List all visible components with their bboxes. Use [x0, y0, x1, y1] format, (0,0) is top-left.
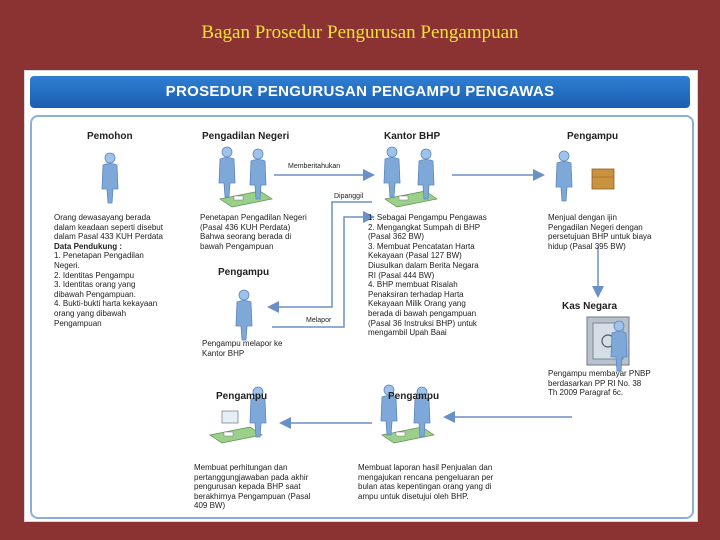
kantor-bhp-figure	[383, 146, 438, 208]
desc-pemohon: Orang dewasayang berada dalam keadaan se…	[54, 213, 163, 328]
flow-area: Pemohon Pengadilan Negeri Kantor BHP Pen…	[30, 115, 694, 519]
pemohon-figure	[101, 152, 119, 204]
node-label-pengadilan: Pengadilan Negeri	[202, 131, 290, 142]
connectors-layer	[101, 146, 630, 444]
pengampu-4-figure	[209, 386, 267, 444]
arrow-dipanggil	[267, 201, 372, 313]
arrow-melapor	[272, 211, 375, 328]
arrow-label-melapor: Melapor	[306, 317, 332, 324]
node-label-pengampu-4: Pengampu	[216, 391, 268, 402]
desc-pengampu-3: Membuat laporan hasil Penjualan dan meng…	[358, 463, 494, 501]
diagram-panel: PROSEDUR PENGURUSAN PENGAMPU PENGAWAS	[24, 70, 698, 522]
node-label-pengampu-3: Pengampu	[388, 391, 440, 402]
node-label-kas-negara: Kas Negara	[562, 301, 618, 312]
desc-pengadilan: Penetapan Pengadilan Negeri (Pasal 436 K…	[200, 213, 307, 251]
slide-title: Bagan Prosedur Pengurusan Pengampuan	[201, 22, 519, 43]
arrow-label-memberitahukan: Memberitahukan	[288, 163, 341, 170]
desc-pengampu-4: Membuat perhitungan dan pertanggungjawab…	[194, 463, 311, 511]
pengampu-1-figure	[555, 150, 615, 202]
desc-kantor-bhp: 1. Sebagai Pengampu Pengawas 2. Mengangk…	[368, 213, 487, 338]
desc-kas-negara: Pengampu membayar PNBP berdasarkan PP RI…	[548, 369, 651, 398]
node-label-kantor-bhp: Kantor BHP	[384, 131, 441, 142]
kas-negara-figure	[586, 316, 630, 372]
node-label-pengampu-1: Pengampu	[567, 131, 619, 142]
diagram-header: PROSEDUR PENGURUSAN PENGAMPU PENGAWAS	[30, 76, 690, 108]
pengadilan-figure	[218, 146, 273, 208]
node-label-pengampu-2: Pengampu	[218, 267, 270, 278]
desc-pengampu-1: Menjual dengan ijin Pengadilan Negeri de…	[548, 213, 652, 251]
arrow-label-dipanggil: Dipanggil	[334, 193, 364, 200]
node-label-pemohon: Pemohon	[87, 131, 133, 142]
pengampu-2-figure	[235, 289, 253, 341]
desc-pengampu-2: Pengampu melapor ke Kantor BHP	[202, 339, 283, 358]
